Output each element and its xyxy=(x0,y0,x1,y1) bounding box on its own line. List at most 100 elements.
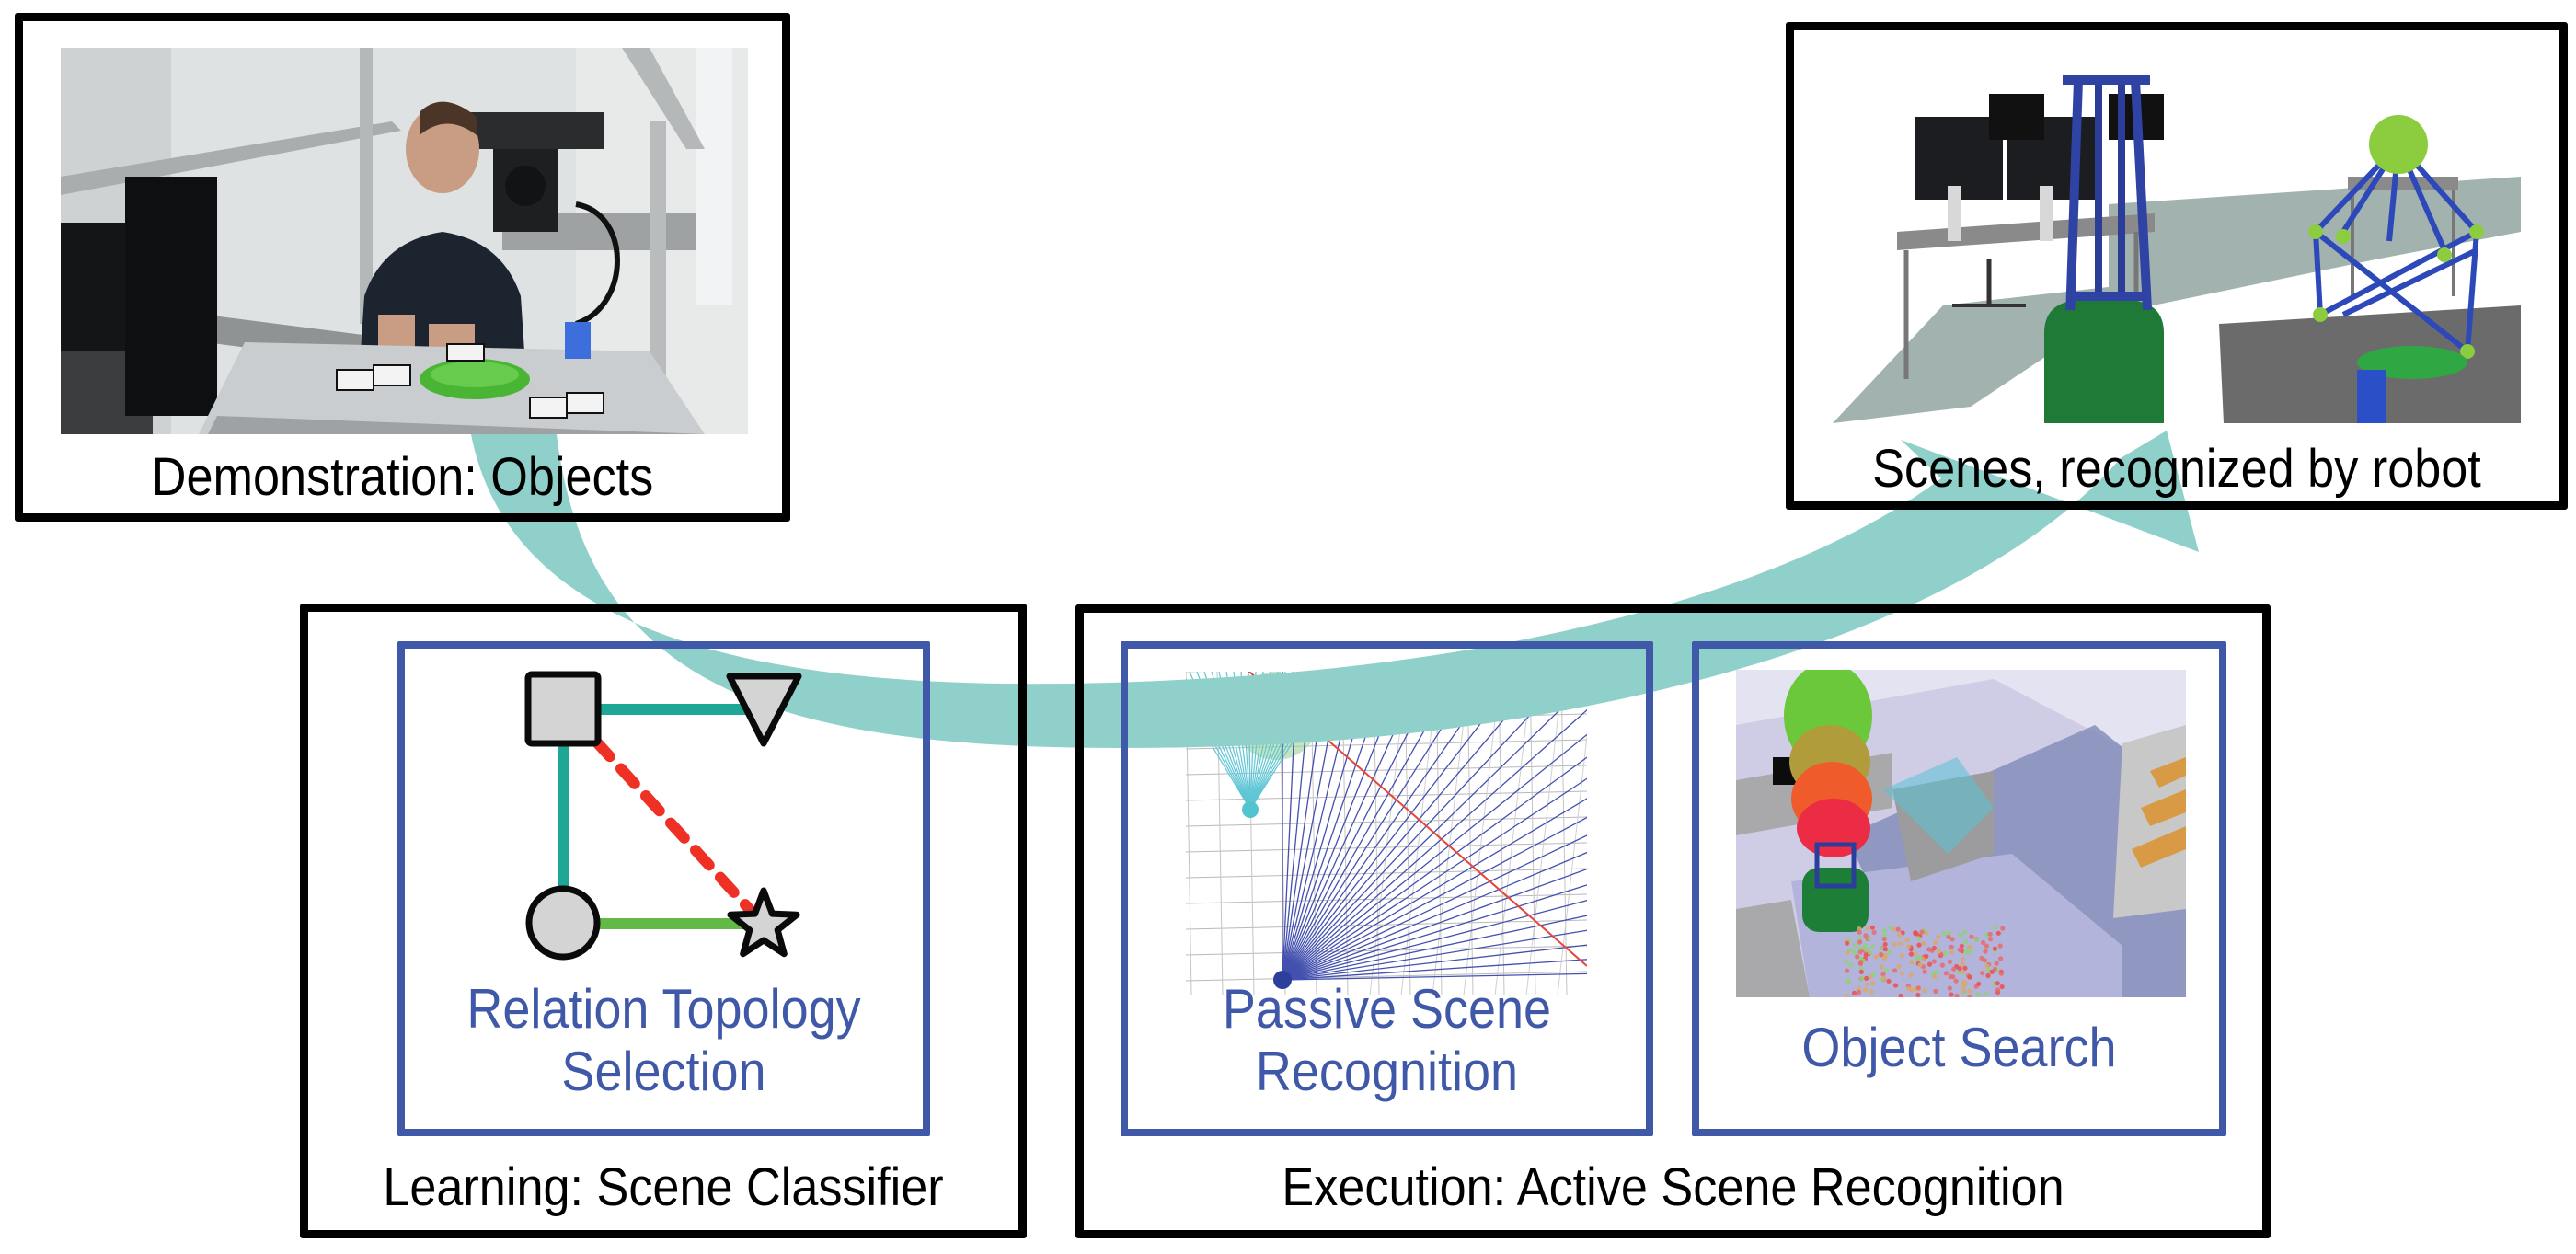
pose-sample-dot xyxy=(1956,970,1961,975)
pose-sample-dot xyxy=(1915,985,1921,991)
pose-sample-dot xyxy=(1862,987,1868,993)
object-search-image xyxy=(1736,670,2186,997)
pose-sample-dot xyxy=(1932,974,1938,980)
cyan-node-icon xyxy=(1242,801,1259,818)
pose-sample-dot xyxy=(1933,988,1938,994)
object-search-subpanel xyxy=(1692,641,2226,1136)
pose-sample-dot xyxy=(1926,947,1932,952)
pose-sample-dot xyxy=(1924,953,1929,959)
pose-sample-dot xyxy=(1935,934,1941,939)
pose-sample-dot xyxy=(1980,971,1985,976)
passive-scene-recognition-subpanel xyxy=(1121,641,1653,1136)
pose-sample-dot xyxy=(1859,976,1865,982)
relation-topology-title-line1: Relation Topology xyxy=(466,978,861,1040)
pose-sample-dot xyxy=(1989,969,1995,974)
pose-sample-dot xyxy=(1896,963,1902,969)
blue-node-icon xyxy=(1273,971,1292,989)
pose-sample-dot xyxy=(1921,940,1926,947)
pose-sample-dot xyxy=(1856,989,1862,995)
pose-sample-dot xyxy=(1922,969,1927,974)
render-line xyxy=(1560,672,1568,995)
pose-sample-dot xyxy=(1949,937,1955,942)
pose-sample-dot xyxy=(1919,929,1925,935)
pose-sample-dot xyxy=(2000,926,2006,931)
pose-sample-dot xyxy=(1857,949,1863,955)
pose-sample-dot xyxy=(1941,931,1947,937)
pose-sample-dot xyxy=(1962,965,1968,971)
render-line xyxy=(1282,798,1587,981)
pose-sample-dot xyxy=(1867,949,1872,955)
pose-sample-dot xyxy=(1922,988,1927,994)
render-line xyxy=(1282,672,1440,981)
pose-sample-dot xyxy=(1961,970,1966,975)
pose-sample-dot xyxy=(1873,954,1879,960)
relation-topology-title: Relation Topology Selection xyxy=(424,978,903,1104)
pose-sample-dot xyxy=(1853,942,1858,949)
pose-sample-dot xyxy=(1846,980,1852,985)
render-line xyxy=(1282,900,1587,981)
pose-sample-dot xyxy=(1992,925,1998,930)
pose-sample-dot xyxy=(1913,930,1918,936)
pose-sample-dot xyxy=(1933,939,1938,945)
pose-sample-dot xyxy=(1916,936,1922,941)
pose-sample-dot xyxy=(1994,961,1999,966)
pose-sample-dot xyxy=(1870,980,1876,986)
pose-sample-dot xyxy=(1858,960,1864,965)
render-line xyxy=(1282,672,1405,981)
pose-sample-dot xyxy=(1998,971,2004,976)
pose-sample-dot xyxy=(1967,944,1972,949)
pose-sample-dot xyxy=(1908,972,1914,978)
render-line xyxy=(1557,731,1587,995)
pose-sample-dot xyxy=(1951,966,1957,972)
pose-sample-dot xyxy=(1995,987,2001,993)
pose-sample-dot xyxy=(1954,993,1960,997)
render-line xyxy=(1282,868,1587,981)
pose-sample-dot xyxy=(1959,943,1964,949)
pose-sample-dot xyxy=(1888,925,1893,930)
pose-sample-dot xyxy=(1879,952,1884,958)
pose-sample-dot xyxy=(1869,925,1875,930)
pose-sample-dot xyxy=(1900,953,1905,959)
pose-sample-dot xyxy=(1863,933,1869,938)
pose-sample-dot xyxy=(1987,937,1994,942)
pose-sample-dot xyxy=(1881,975,1887,981)
relation-topology-subpanel xyxy=(397,641,930,1136)
pose-sample-dot xyxy=(1960,957,1965,962)
pose-sample-dot xyxy=(1904,938,1910,943)
pose-sample-dot xyxy=(1992,946,1997,951)
pose-sample-dot xyxy=(1943,971,1949,976)
render-line xyxy=(1186,868,1587,879)
render-line xyxy=(1186,816,1587,827)
render-line xyxy=(1282,672,1373,981)
pose-sample-dot xyxy=(1883,953,1889,959)
render-line xyxy=(1186,945,1587,956)
render-line xyxy=(1282,672,1500,981)
pose-sample-dot xyxy=(1855,954,1860,960)
pose-sample-dot xyxy=(1924,930,1929,936)
pose-sample-dot xyxy=(1947,930,1952,936)
pose-sample-dot xyxy=(1995,981,2000,986)
pose-sample-dot xyxy=(1865,926,1870,931)
pose-sample-dot xyxy=(1975,991,1981,997)
render-line xyxy=(1282,672,1522,981)
pose-sample-dot xyxy=(1931,945,1937,951)
pose-sample-dot xyxy=(1967,988,1972,995)
pose-sample-dot xyxy=(1995,930,2001,936)
pose-sample-dot xyxy=(1871,972,1877,977)
render-line xyxy=(1248,672,1587,967)
pose-sample-dot xyxy=(1865,982,1870,987)
render-line xyxy=(1282,944,1587,981)
pose-sample-dot xyxy=(1908,951,1914,957)
pose-sample-dot xyxy=(1845,940,1850,946)
learning-caption: Learning: Scene Classifier xyxy=(383,1157,944,1217)
render-line xyxy=(1282,708,1587,981)
pose-sample-dot xyxy=(1999,984,2005,990)
pose-sample-dot xyxy=(1962,929,1968,935)
pose-sample-dot xyxy=(1882,947,1888,952)
render-line xyxy=(1186,971,1587,982)
object-search-title: Object Search xyxy=(1719,1017,2200,1079)
pose-sample-dot xyxy=(1871,929,1877,935)
pose-sample-dot xyxy=(1844,959,1849,964)
pose-sample-dot xyxy=(1864,975,1869,981)
